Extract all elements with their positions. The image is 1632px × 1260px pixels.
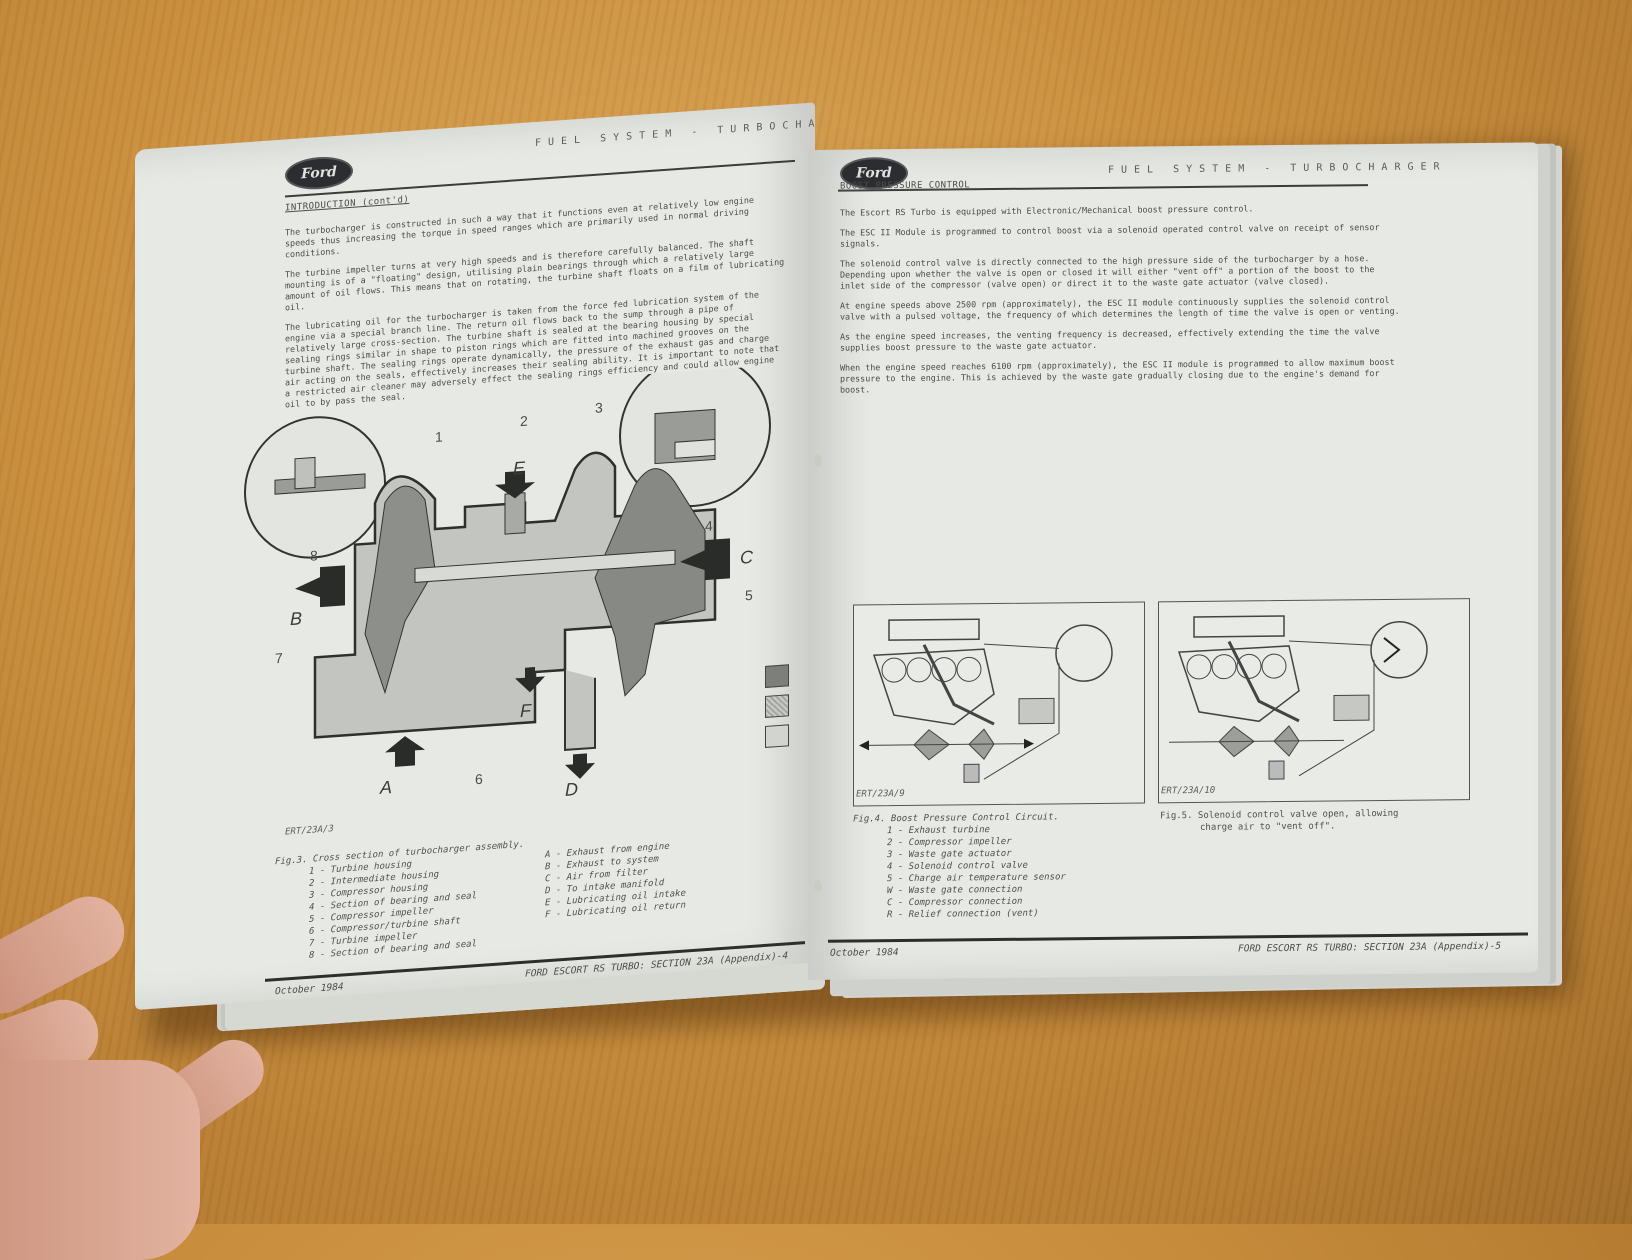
legend-swatch-light xyxy=(765,724,789,748)
figure-ref-code: ERT/23A/3 xyxy=(285,824,334,838)
right-page: Ford FUEL SYSTEM - TURBOCHARGER BOOST PR… xyxy=(808,142,1538,981)
section-title: INTRODUCTION (cont'd) xyxy=(285,194,410,214)
flow-legend: A - Exhaust from engine B - Exhaust to s… xyxy=(545,839,686,921)
footer-section: FORD ESCORT RS TURBO: SECTION 23A (Appen… xyxy=(1238,940,1502,955)
paragraph: When the engine speed reaches 6100 rpm (… xyxy=(840,356,1395,395)
figure-5-caption: Fig.5. Solenoid control valve open, allo… xyxy=(1160,808,1398,834)
callout-1: 1 xyxy=(435,428,443,446)
figure-ref-code: ERT/23A/9 xyxy=(856,788,905,800)
callout-5: 5 xyxy=(745,586,753,604)
left-page: Ford FUEL SYSTEM - TURBOCHARGER INTRODUC… xyxy=(135,102,815,1010)
figure-ref-code: ERT/23A/10 xyxy=(1161,785,1216,797)
callout-3: 3 xyxy=(595,399,603,416)
section-title: BOOST PRESSURE CONTROL xyxy=(840,180,971,192)
flow-label-e: E xyxy=(513,457,526,479)
binding-hole xyxy=(814,454,822,467)
caption-title: Fig.4. Boost Pressure Control Circuit. xyxy=(853,812,1059,825)
boost-control-text: The Escort RS Turbo is equipped with Ele… xyxy=(840,202,1400,405)
caption-line-2: charge air to "vent off". xyxy=(1200,821,1336,833)
turbocharger-diagram xyxy=(244,354,771,779)
callout-6: 6 xyxy=(475,770,483,788)
list-item: R - Relief connection (vent) xyxy=(887,908,1039,921)
ford-logo-icon: Ford xyxy=(285,154,353,192)
callout-7: 7 xyxy=(275,649,283,667)
flow-label-d: D xyxy=(565,779,578,800)
figure-5-vent-off: ERT/23A/10 xyxy=(1158,598,1470,804)
paragraph: The Escort RS Turbo is equipped with Ele… xyxy=(840,203,1254,218)
legend-swatch-dark xyxy=(765,664,789,688)
binding-hole xyxy=(814,879,822,892)
figure-4-caption: Fig.4. Boost Pressure Control Circuit. 1… xyxy=(853,811,1066,921)
header-rule xyxy=(285,159,795,198)
paragraph: The solenoid control valve is directly c… xyxy=(840,253,1375,291)
numbered-parts-list: 1 - Turbine housing 2 - Intermediate hou… xyxy=(275,851,524,964)
footer-date: October 1984 xyxy=(830,947,899,959)
paragraph: At engine speeds above 2500 rpm (approxi… xyxy=(840,294,1400,322)
paragraph: The ESC II Module is programmed to contr… xyxy=(840,222,1380,249)
turbocharger-cross-section-figure: 1 2 3 4 5 6 7 8 A B C D E F xyxy=(235,354,795,823)
running-head: FUEL SYSTEM - TURBOCHARGER xyxy=(535,114,815,150)
circuit-parts-list: 1 - Exhaust turbine 2 - Compressor impel… xyxy=(853,823,1066,921)
legend-swatch-hatched xyxy=(765,694,789,718)
callout-8: 8 xyxy=(310,547,318,564)
flow-label-f: F xyxy=(520,700,531,722)
hand-palm xyxy=(0,1060,200,1260)
footer-date: October 1984 xyxy=(275,981,344,998)
paragraph: As the engine speed increases, the venti… xyxy=(840,326,1380,353)
running-head: FUEL SYSTEM - TURBOCHARGER xyxy=(1108,161,1447,176)
list-item: 5 - Charge air temperature sensor xyxy=(887,872,1066,885)
callout-2: 2 xyxy=(520,412,528,430)
vent-off-diagram xyxy=(1169,615,1428,780)
flow-label-c: C xyxy=(740,546,753,568)
boost-circuit-diagram xyxy=(859,618,1113,783)
flow-label-a: A xyxy=(380,777,393,798)
callout-4: 4 xyxy=(705,517,713,535)
figure-4-boost-circuit: ERT/23A/9 xyxy=(853,601,1145,807)
flow-label-b: B xyxy=(290,608,303,630)
lettered-flow-list: A - Exhaust from engine B - Exhaust to s… xyxy=(545,839,686,921)
figure-3-caption: Fig.3. Cross section of turbocharger ass… xyxy=(275,839,524,964)
